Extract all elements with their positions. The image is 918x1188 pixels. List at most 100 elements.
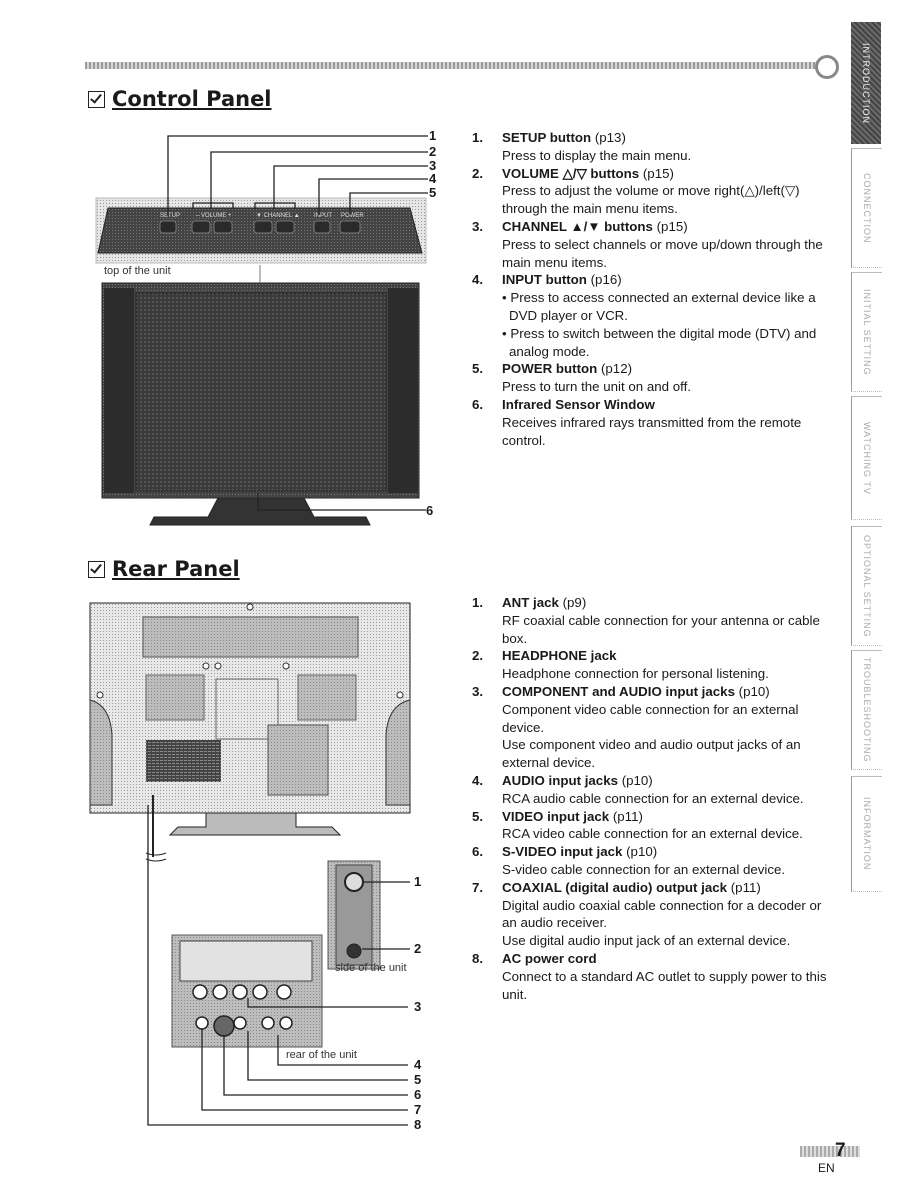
callout-number: 6 — [414, 1087, 422, 1102]
svg-text:POWER: POWER — [341, 213, 364, 219]
item-number: 7. — [472, 879, 484, 895]
page-reference: (p10) — [734, 683, 770, 699]
list-item: 5. POWER button (p12)Press to turn the un… — [472, 360, 837, 396]
item-heading: INPUT button (p16) — [502, 271, 837, 289]
page-reference: (p10) — [622, 844, 658, 860]
callout-number: 1 — [429, 128, 437, 143]
item-body: POWER button (p12)Press to turn the unit… — [502, 360, 837, 396]
callout-number: 1 — [414, 874, 422, 889]
item-title: INPUT button — [502, 272, 587, 288]
item-number: 8. — [472, 950, 484, 966]
page-reference: (p10) — [618, 772, 653, 788]
side-tab-introduction: INTRODUCTION — [851, 22, 881, 144]
callout-number: 6 — [426, 503, 434, 518]
list-item: 4. INPUT button (p16)• Press to access co… — [472, 271, 837, 360]
item-title: CHANNEL ▲/▼ buttons — [502, 218, 653, 234]
item-heading: VOLUME △/▽ buttons (p15) — [502, 165, 837, 183]
control-panel-list: 1.SETUP button (p13)Press to display the… — [472, 129, 837, 449]
item-description: Press to adjust the volume or move right… — [502, 183, 800, 217]
svg-text:– VOLUME +: – VOLUME + — [196, 213, 232, 219]
list-item: 6. S-VIDEO input jack (p10)S-video cable … — [472, 843, 837, 879]
svg-text:SETUP: SETUP — [160, 213, 180, 219]
item-number: 3. — [472, 218, 484, 234]
side-tab-label: INTRODUCTION — [861, 42, 871, 124]
item-description: Digital audio coaxial cable connection f… — [502, 897, 822, 931]
list-item: 4. AUDIO input jacks (p10)RCA audio cable… — [472, 772, 837, 808]
item-body: S-VIDEO input jack (p10)S-video cable co… — [502, 843, 837, 879]
side-of-unit-caption: side of the unit — [335, 962, 407, 974]
page-number-bar — [800, 1146, 860, 1157]
page-reference: (p13) — [591, 130, 626, 145]
item-title: VOLUME △/▽ buttons — [502, 165, 640, 181]
item-description: RF coaxial cable connection for your ant… — [502, 612, 820, 646]
page-reference: (p15) — [639, 165, 674, 181]
list-item: 1.SETUP button (p13)Press to display the… — [472, 129, 837, 165]
item-heading: CHANNEL ▲/▼ buttons (p15) — [502, 218, 837, 236]
list-item: 2.VOLUME △/▽ buttons (p15)Press to adjus… — [472, 165, 837, 218]
item-heading: ANT jack (p9) — [502, 594, 837, 612]
callout-number: 8 — [414, 1117, 422, 1132]
item-description: Press to turn the unit on and off. — [502, 379, 691, 395]
list-item: 7. COAXIAL (digital audio) output jack (p… — [472, 879, 837, 950]
checkbox-icon — [88, 90, 105, 108]
item-body: COAXIAL (digital audio) output jack (p11… — [502, 879, 837, 950]
item-number: 1. — [472, 595, 484, 610]
item-description: Component video cable connection for an … — [502, 701, 799, 735]
item-title: AC power cord — [502, 950, 597, 966]
item-description: RCA video cable connection for an extern… — [502, 826, 803, 842]
page-reference: (p16) — [586, 272, 622, 288]
callout-number: 2 — [429, 144, 437, 159]
side-tab-label: TROUBLESHOOTING — [862, 657, 872, 763]
item-body: ANT jack (p9)RF coaxial cable connection… — [502, 594, 837, 647]
item-number: 6. — [472, 844, 484, 860]
list-item: 1.ANT jack (p9)RF coaxial cable connecti… — [472, 594, 837, 647]
list-item: 3. COMPONENT and AUDIO input jacks (p10)C… — [472, 683, 837, 772]
item-title: ANT jack — [502, 595, 559, 610]
side-tab-label: OPTIONAL SETTING — [862, 534, 872, 638]
item-number: 3. — [472, 683, 484, 699]
side-tab-initial-setting: INITIAL SETTING — [851, 272, 882, 392]
item-description: Use component video and audio output jac… — [502, 737, 801, 771]
control-panel-heading: Control Panel — [88, 87, 272, 111]
svg-text:INPUT: INPUT — [314, 213, 332, 219]
callout-number: 2 — [414, 941, 422, 956]
side-tab-connection: CONNECTION — [851, 148, 882, 268]
item-heading: SETUP button (p13) — [502, 129, 837, 147]
item-title: Infrared Sensor Window — [502, 396, 655, 412]
item-description: Headphone connection for personal listen… — [502, 666, 769, 682]
item-body: SETUP button (p13)Press to display the m… — [502, 129, 837, 165]
item-description: S-video cable connection for an external… — [502, 861, 786, 877]
list-item: 3.CHANNEL ▲/▼ buttons (p15)Press to sele… — [472, 218, 837, 271]
callout-number: 7 — [414, 1102, 422, 1117]
item-body: COMPONENT and AUDIO input jacks (p10)Com… — [502, 683, 837, 772]
page-reference: (p9) — [558, 595, 587, 610]
side-tab-label: WATCHING TV — [862, 421, 872, 495]
item-number: 2. — [472, 165, 484, 181]
rear-panel-heading: Rear Panel — [88, 557, 240, 581]
control-panel-title: Control Panel — [112, 87, 272, 111]
item-body: AUDIO input jacks (p10)RCA audio cable c… — [502, 772, 837, 808]
item-number: 5. — [472, 361, 484, 377]
callout-number: 5 — [414, 1072, 422, 1087]
page-number: 7 — [835, 1140, 846, 1161]
rear-panel-title: Rear Panel — [112, 557, 240, 581]
side-tab-watching-tv: WATCHING TV — [851, 396, 882, 520]
language-code: EN — [818, 1161, 835, 1175]
header-rule-end-circle — [815, 55, 839, 79]
item-description: RCA audio cable connection for an extern… — [502, 790, 804, 806]
item-heading: S-VIDEO input jack (p10) — [502, 843, 837, 861]
page-reference: (p11) — [727, 879, 761, 895]
item-number: 4. — [472, 272, 484, 288]
item-body: INPUT button (p16)• Press to access conn… — [502, 271, 837, 360]
item-number: 6. — [472, 396, 484, 412]
side-tab-information: INFORMATION — [851, 776, 882, 892]
item-heading: POWER button (p12) — [502, 360, 837, 378]
item-heading: COAXIAL (digital audio) output jack (p11… — [502, 879, 837, 897]
item-number: 4. — [472, 772, 484, 788]
item-heading: COMPONENT and AUDIO input jacks (p10) — [502, 683, 837, 701]
item-body: VIDEO input jack (p11)RCA video cable co… — [502, 808, 837, 844]
